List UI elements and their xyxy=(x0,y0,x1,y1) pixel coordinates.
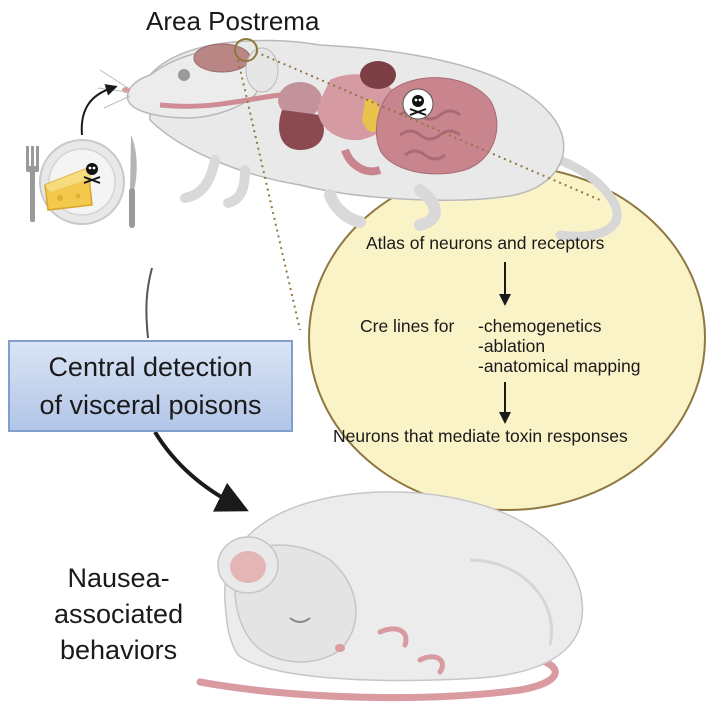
zoom-panel-result: Neurons that mediate toxin responses xyxy=(333,426,628,446)
central-detection-line-1: Central detection xyxy=(48,352,253,382)
central-detection-text: Central detection of visceral poisons xyxy=(10,348,291,424)
flow-arrow-top xyxy=(145,267,153,339)
cheese-icon xyxy=(44,166,93,211)
mouse-illustration xyxy=(97,38,622,241)
central-detection-box: Central detection of visceral poisons xyxy=(8,340,293,432)
skull-crossbones-icon xyxy=(402,88,434,120)
outcome-line-2: associated xyxy=(54,599,184,629)
cre-item-ablation: -ablation xyxy=(478,336,546,356)
diagram-title: Area Postrema xyxy=(146,6,320,36)
zoom-line-left xyxy=(237,59,301,331)
cre-item-chemogenetics: -chemogenetics xyxy=(478,316,602,336)
central-detection-line-2: of visceral poisons xyxy=(39,390,262,420)
area-postrema-marker xyxy=(234,38,258,62)
skull-crossbones-icon xyxy=(83,163,101,184)
flow-arrow-bottom xyxy=(153,430,249,512)
sleeping-mouse-illustration xyxy=(196,491,584,702)
zoom-line-right xyxy=(255,51,601,201)
fork-icon xyxy=(26,146,39,222)
ingest-arrow xyxy=(80,84,118,136)
cre-lines-list: -chemogenetics -ablation -anatomical map… xyxy=(478,316,640,376)
cre-item-anatomical-mapping: -anatomical mapping xyxy=(478,356,641,376)
cre-lines-label: Cre lines for xyxy=(360,316,455,336)
outcome-line-3: behaviors xyxy=(60,635,178,665)
knife-icon xyxy=(129,135,137,228)
outcome-line-1: Nausea- xyxy=(67,563,170,593)
zoom-panel-heading: Atlas of neurons and receptors xyxy=(366,233,605,253)
outcome-label: Nausea- associated behaviors xyxy=(54,560,183,668)
